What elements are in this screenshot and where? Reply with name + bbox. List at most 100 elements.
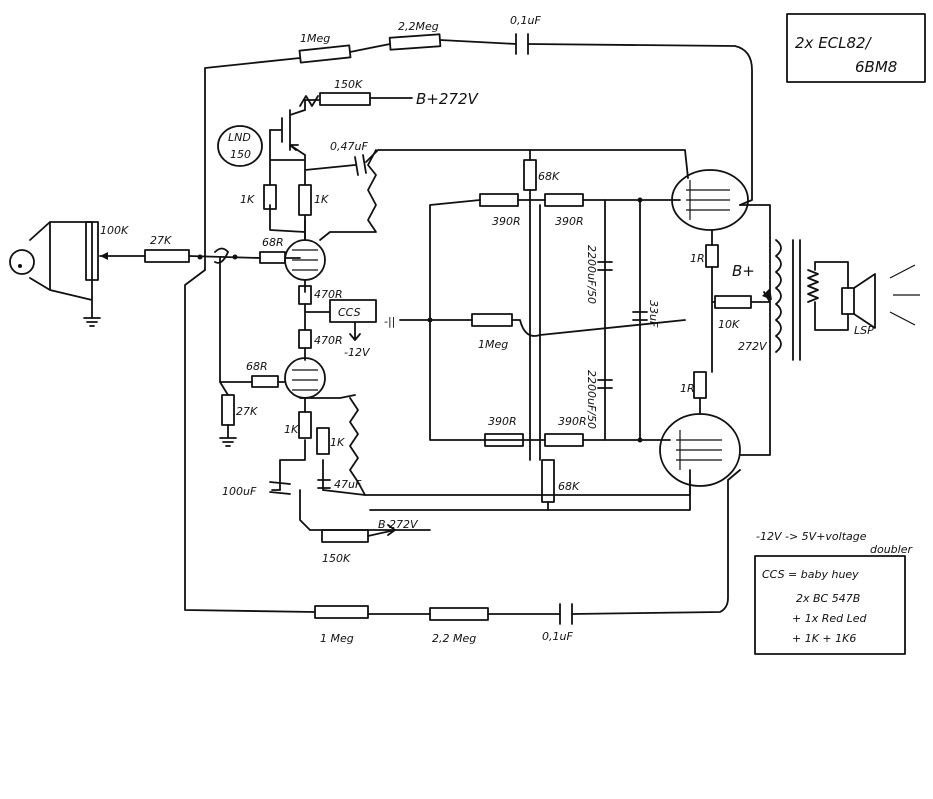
ccs-arrow <box>349 321 361 341</box>
ccs-note-box <box>754 555 906 655</box>
bottom-triode-plate-wires <box>279 394 356 491</box>
bias-junction-dot <box>427 317 433 323</box>
triode-top-elements <box>292 249 318 271</box>
resistor-1k-b-label: 1K <box>314 193 329 206</box>
feedback-top-wire <box>204 39 753 271</box>
grid-stopper-68r-bottom-label: 68R <box>246 360 268 373</box>
resistor-68k-top <box>523 159 537 191</box>
feedback-bottom-resistor-2-label: 2,2 Meg <box>432 632 476 645</box>
volume-pot <box>85 221 99 281</box>
pentode-top-icon <box>671 169 749 231</box>
cap-33u-label: 33uF <box>647 300 660 328</box>
speaker-cone <box>853 273 876 329</box>
resistor-1meg-mid <box>471 313 513 327</box>
cap-047-plate-b <box>362 154 367 174</box>
speaker-label: LSP <box>854 324 874 337</box>
resistor-1r-top-label: 1R <box>690 252 705 265</box>
junction-cap-bot <box>637 437 643 443</box>
cap-2200-top-label: 2200uF/50 <box>585 245 598 304</box>
feedback-top-resistor-2 <box>388 33 442 51</box>
bplus-right-label: B+ <box>732 262 755 280</box>
feedback-top-resistor-1 <box>298 44 352 64</box>
resistor-150k-bottom-label: 150K <box>322 552 351 565</box>
resistor-68k-bottom-label: 68K <box>558 480 580 493</box>
resistor-390r-c-label: 390R <box>488 415 517 428</box>
resistor-1k-a <box>263 184 277 210</box>
resistor-1k-b <box>298 184 312 216</box>
pentode-top-elements <box>686 180 730 220</box>
doubler-note-line-1: -12V -> 5V+voltage <box>756 530 867 543</box>
cap-47u-label: 47uF <box>334 478 362 491</box>
ccs-note-item-1: 2x BC 547B <box>796 592 860 605</box>
bottom-cap-wires <box>271 459 431 531</box>
feedback-bottom-resistor-1 <box>314 605 369 619</box>
junction-2 <box>232 254 238 260</box>
cathode-resistor-470r-b-label: 470R <box>314 334 343 347</box>
doubler-note-line-2: doubler <box>870 543 913 556</box>
cathode-resistor-470r-b <box>298 329 312 349</box>
feedback-top-resistor-1-label: 1Meg <box>300 32 330 45</box>
ccs-note-definition: CCS = baby huey <box>762 568 859 581</box>
ccs-block-label: CCS <box>338 306 361 319</box>
lower-coupling-wire <box>364 469 691 496</box>
cap-047-label: 0,47uF <box>330 140 368 153</box>
ccs-note-item-2: + 1x Red Led <box>792 612 868 625</box>
bplus-top-label: B+272V <box>416 90 479 108</box>
cap-100u-label: 100uF <box>222 485 257 498</box>
feedback-top-cap-label: 0,1uF <box>510 14 541 27</box>
input-resistor-27k-label: 27K <box>150 234 172 247</box>
input-jack-icon <box>9 249 35 275</box>
ccs-note-item-3: + 1K + 1K6 <box>792 632 856 645</box>
resistor-390r-a <box>479 193 519 207</box>
bplus-top-zigzag <box>299 95 319 107</box>
resistor-68k-top-label: 68K <box>538 170 560 183</box>
speaker-wires <box>814 261 849 331</box>
v272-label: 272V <box>738 340 768 353</box>
resistor-27k-ground <box>221 394 235 426</box>
junction-1 <box>197 254 203 260</box>
feedback-bottom-wire <box>184 269 741 615</box>
lnd150-label: LND <box>228 131 251 144</box>
input-jack-dot <box>18 264 22 268</box>
title-box <box>786 13 926 83</box>
resistor-150k-top <box>319 92 371 106</box>
resistor-390r-b <box>544 193 584 207</box>
resistor-1k-d <box>316 427 330 455</box>
triode-bottom-icon <box>284 357 326 399</box>
feedback-bottom-cap-label: 0,1uF <box>542 630 573 643</box>
shield-loop <box>214 247 229 264</box>
speaker-sound-rays <box>889 264 920 326</box>
resistor-1k-c-label: 1K <box>284 423 299 436</box>
speaker-icon <box>841 287 855 315</box>
bplus-bottom-label: B 272V <box>378 518 419 531</box>
cap-100u-plate-a <box>269 481 291 485</box>
resistor-10k-label: 10K <box>718 318 740 331</box>
ground-symbol-27k <box>219 424 237 447</box>
resistor-390r-b-label: 390R <box>555 215 584 228</box>
resistor-1r-bottom <box>693 371 707 399</box>
lnd150-ring <box>217 125 263 167</box>
title-line-1: 2x ECL82/ <box>795 34 873 52</box>
cathode-string-wire <box>304 303 331 361</box>
cap-047-plate-a <box>354 156 359 176</box>
mosfet-symbol <box>269 109 306 156</box>
input-wire <box>29 221 93 319</box>
input-resistor-27k <box>144 249 190 263</box>
pot-wiper-arrow <box>100 252 108 260</box>
volume-pot-label: 100K <box>100 224 129 237</box>
cathode-resistor-470r-a-label: 470R <box>314 288 343 301</box>
resistor-1k-c <box>298 411 312 439</box>
bias-center-wires <box>511 149 686 461</box>
transformer-secondary <box>807 269 819 303</box>
feedback-bottom-resistor-1-label: 1 Meg <box>320 632 354 645</box>
title-line-2: 6BM8 <box>855 58 897 76</box>
bottom-grid-wire <box>219 256 286 396</box>
pentode-bottom-elements <box>676 430 722 470</box>
grid-stopper-68r-bottom <box>251 375 279 388</box>
resistor-150k-top-label: 150K <box>334 78 363 91</box>
transformer-primary <box>775 239 782 353</box>
ground-symbol-input <box>83 317 101 327</box>
cap-047-to-output <box>365 149 689 179</box>
grid-stopper-68r-top-label: 68R <box>262 236 284 249</box>
